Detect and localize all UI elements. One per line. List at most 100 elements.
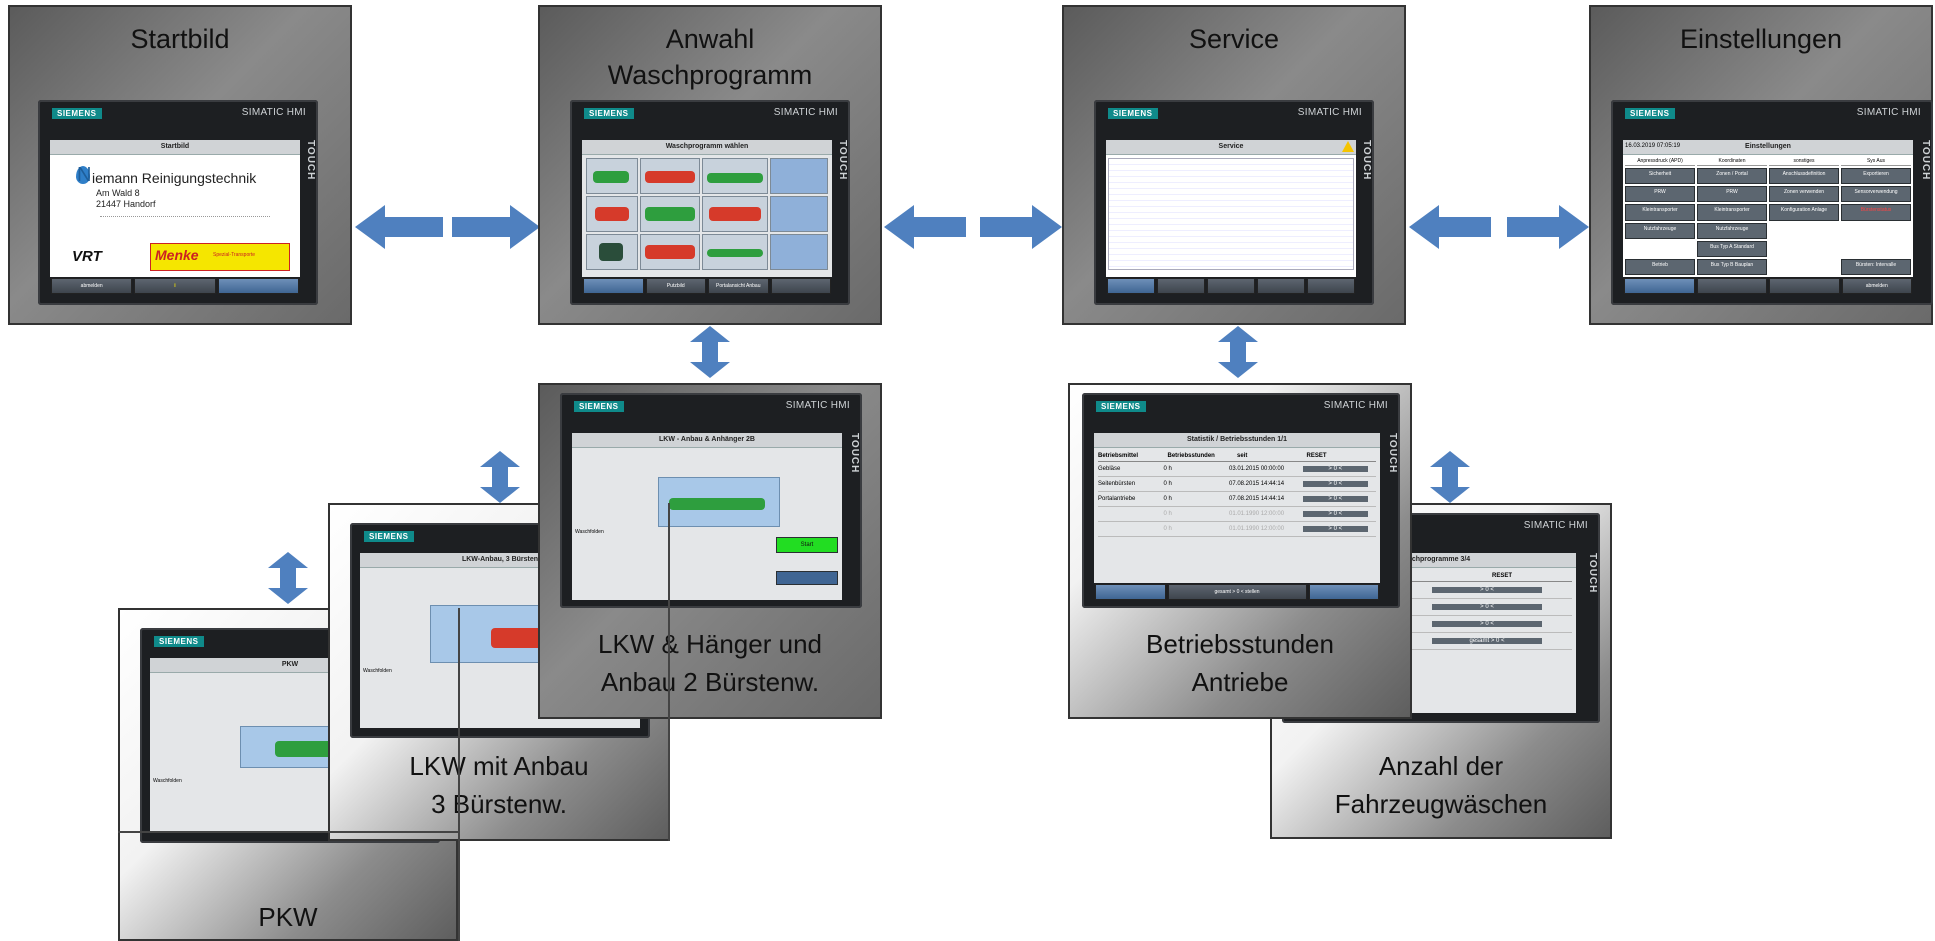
- arrow-anwahl-lkw-haenger: [690, 326, 730, 378]
- settings-button[interactable]: Nutzfahrzeuge: [1697, 222, 1767, 239]
- tools-icon[interactable]: [1307, 278, 1355, 294]
- settings-gear-icon[interactable]: [770, 278, 831, 294]
- frame-line: [668, 503, 670, 841]
- program-tile[interactable]: [702, 196, 768, 232]
- panel-einstellungen: Einstellungen SIEMENS SIMATIC HMI TOUCH …: [1589, 5, 1933, 325]
- settings-button[interactable]: Bus Typ B Bauplan: [1697, 258, 1767, 275]
- back-button[interactable]: [583, 278, 644, 294]
- program-tile[interactable]: [702, 158, 768, 194]
- program-tile[interactable]: [640, 158, 700, 194]
- siemens-logo: SIEMENS: [1096, 401, 1146, 412]
- logout-button[interactable]: abmelden: [1841, 278, 1912, 294]
- chart-icon[interactable]: [1157, 278, 1205, 294]
- settings-button[interactable]: PRW: [1625, 186, 1695, 203]
- van-icon: [595, 207, 629, 221]
- program-tile-empty[interactable]: [770, 196, 828, 232]
- program-tile[interactable]: [702, 234, 768, 270]
- arrow-pkw: [268, 552, 308, 604]
- settings-button[interactable]: Zonen verwenden: [1769, 186, 1839, 203]
- hmi-device: SIEMENS SIMATIC HMI TOUCH Service: [1094, 100, 1374, 305]
- caption-line1: Anzahl der: [1378, 751, 1504, 781]
- settings-button[interactable]: Bürstenstatus: [1841, 204, 1911, 221]
- start-button[interactable]: Start: [776, 537, 838, 553]
- table-cell: 0 h: [1163, 511, 1172, 517]
- siemens-logo: SIEMENS: [52, 108, 102, 119]
- frame-line: [118, 831, 458, 833]
- section-label: Waschfolden: [363, 668, 392, 674]
- table-cell: 0 h: [1163, 526, 1172, 532]
- portal-view-button[interactable]: Portalansicht Anbau: [708, 278, 769, 294]
- back-button[interactable]: [1095, 584, 1166, 600]
- settings-button[interactable]: Sicherheit: [1625, 168, 1695, 185]
- back-button[interactable]: [1107, 278, 1155, 294]
- settings-header: Anpressdruck (APD): [1625, 157, 1695, 167]
- program-tile[interactable]: [586, 158, 638, 194]
- alarm-list: [1108, 158, 1354, 270]
- settings-button[interactable]: Kleintransporter: [1625, 204, 1695, 221]
- reset-button[interactable]: > 0 <: [1432, 604, 1542, 610]
- info-button[interactable]: i: [134, 278, 216, 294]
- reset-button[interactable]: > 0 <: [1302, 511, 1368, 517]
- simatic-label: SIMATIC HMI: [1297, 107, 1362, 118]
- reset-button[interactable]: > 0 <: [1302, 526, 1368, 532]
- reset-button[interactable]: > 0 <: [1302, 481, 1368, 487]
- settings-button[interactable]: PRW: [1697, 186, 1767, 203]
- reset-button[interactable]: > 0 <: [1302, 496, 1368, 502]
- settings-button[interactable]: Nutzfahrzeuge: [1625, 222, 1695, 239]
- table-cell: 0 h: [1163, 496, 1172, 502]
- settings-button[interactable]: Bürsten: Intervalle: [1841, 258, 1911, 275]
- simatic-label: SIMATIC HMI: [241, 107, 306, 118]
- siemens-logo: SIEMENS: [364, 531, 414, 542]
- program-tile[interactable]: [640, 234, 700, 270]
- empty-button[interactable]: [1769, 278, 1840, 294]
- siemens-logo: SIEMENS: [1625, 108, 1675, 119]
- settings-button[interactable]: Betrieb: [1625, 258, 1695, 275]
- next-button[interactable]: [776, 571, 838, 585]
- program-tile[interactable]: [640, 196, 700, 232]
- panel-title-line1: Anwahl: [665, 24, 755, 54]
- program-tile-empty[interactable]: [770, 234, 828, 270]
- hmi-screen: Waschprogramm wählen Putzbild Portalansi…: [582, 140, 832, 295]
- reset-button[interactable]: > 0 <: [1302, 466, 1368, 472]
- settings-button[interactable]: Anschlussdefinition: [1769, 168, 1839, 185]
- settings-button[interactable]: Sensorverwendung: [1841, 186, 1911, 203]
- settings-button[interactable]: Bus Typ A Standard: [1697, 240, 1767, 257]
- program-tile-empty[interactable]: [770, 158, 828, 194]
- warning-icon: [1342, 141, 1354, 152]
- settings-button: [1769, 223, 1839, 239]
- logout-button[interactable]: abmelden: [51, 278, 133, 294]
- settings-header: Koordinaten: [1697, 157, 1767, 167]
- gauge-icon[interactable]: [1257, 278, 1305, 294]
- settings-button[interactable]: Konfiguration Anlage: [1769, 204, 1839, 221]
- reset-all-button[interactable]: gesamt > 0 < stellen: [1167, 584, 1307, 600]
- screen-title-bar: Startbild: [50, 140, 300, 155]
- display-icon[interactable]: [1207, 278, 1255, 294]
- tractor-icon: [599, 243, 623, 261]
- touch-label: TOUCH: [1587, 553, 1598, 594]
- panel-title-line2: Waschprogramm: [607, 60, 813, 90]
- arrow-lkw-anbau: [480, 451, 520, 503]
- next-button[interactable]: [217, 278, 299, 294]
- settings-button[interactable]: Zonen / Portal: [1697, 168, 1767, 185]
- settings-button[interactable]: Kleintransporter: [1697, 204, 1767, 221]
- back-button[interactable]: [1624, 278, 1695, 294]
- next-button[interactable]: [1308, 584, 1379, 600]
- hmi-device: SIEMENS SIMATIC HMI TOUCH Startbild N ie…: [38, 100, 318, 305]
- simatic-label: SIMATIC HMI: [1323, 400, 1388, 411]
- panel-service: Service SIEMENS SIMATIC HMI TOUCH Servic…: [1062, 5, 1406, 325]
- reset-button[interactable]: > 0 <: [1432, 587, 1542, 593]
- empty-button[interactable]: [1696, 278, 1767, 294]
- company-initial: N: [77, 164, 92, 186]
- putzbild-button[interactable]: Putzbild: [645, 278, 706, 294]
- settings-button[interactable]: Exportieren: [1841, 168, 1911, 185]
- program-tile[interactable]: [586, 196, 638, 232]
- program-tile[interactable]: [586, 234, 638, 270]
- screen-title-bar: Service: [1106, 140, 1356, 155]
- reset-button[interactable]: > 0 <: [1432, 621, 1542, 627]
- truck-icon: [645, 171, 695, 183]
- screen-button-row: abmelden: [1623, 277, 1913, 295]
- reset-button[interactable]: gesamt > 0 <: [1432, 638, 1542, 644]
